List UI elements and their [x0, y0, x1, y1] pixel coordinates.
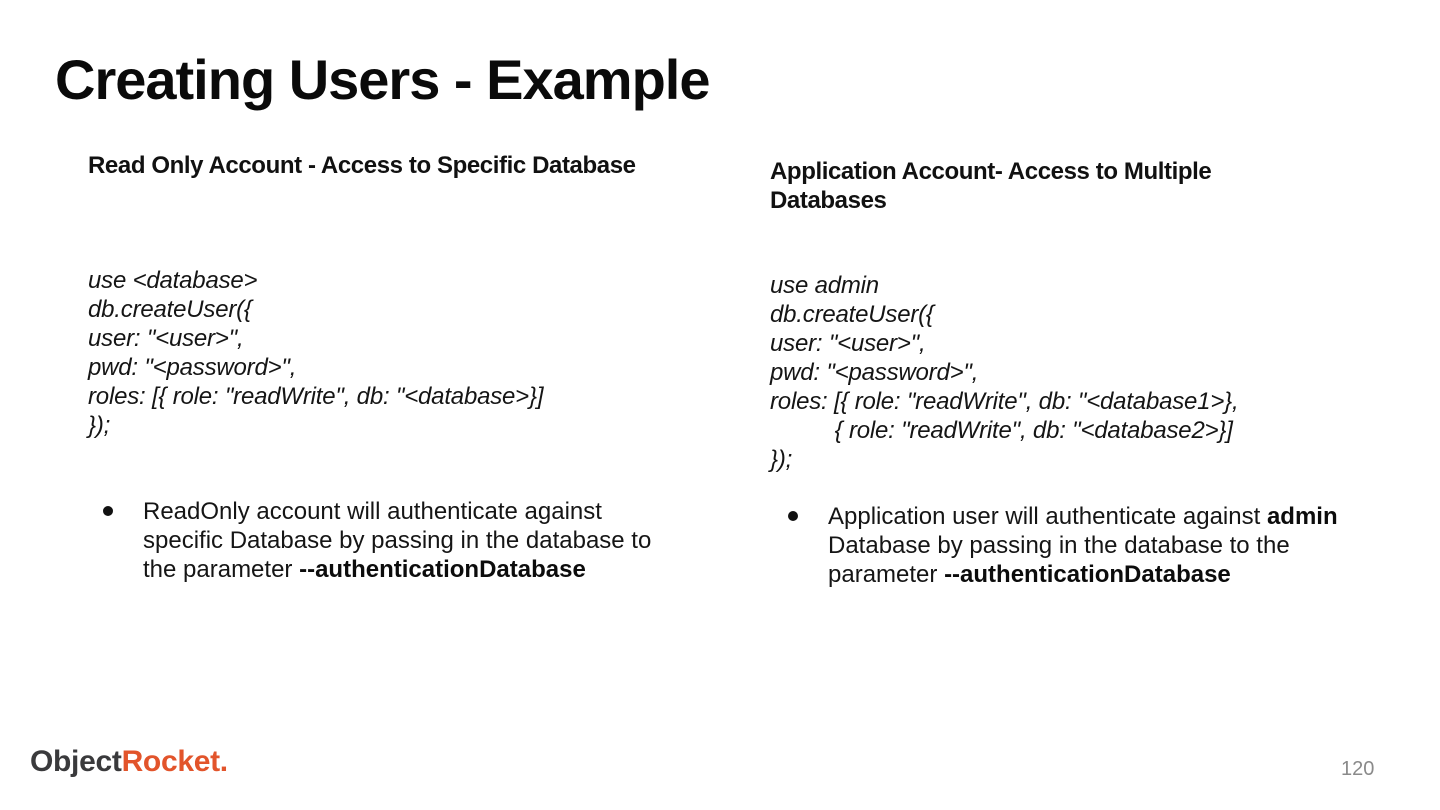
code-line: user: "<user>",: [770, 330, 926, 357]
code-line: pwd: "<password>",: [770, 359, 979, 386]
bullet-icon: [103, 506, 113, 516]
code-line: use <database>: [88, 267, 258, 294]
right-bullet-item: Application user will authenticate again…: [788, 502, 1353, 589]
right-bullet-text: Application user will authenticate again…: [828, 502, 1353, 589]
code-line: });: [770, 446, 793, 473]
logo-text-object: Object: [30, 745, 122, 778]
logo-text-rocket: Rocket.: [121, 745, 229, 778]
left-bullet-text-pre: ReadOnly account will authenticate again…: [143, 498, 652, 583]
left-bullet-text: ReadOnly account will authenticate again…: [143, 497, 663, 584]
objectrocket-logo: ObjectRocket.: [30, 744, 228, 780]
code-line: });: [88, 412, 111, 439]
left-code-block: use <database> db.createUser({ user: "<u…: [88, 266, 543, 440]
code-line: { role: "readWrite", db: "<database2>}]: [770, 417, 1233, 444]
right-bullet-text-mid: Database by passing in the database to t…: [828, 532, 1290, 588]
right-code-block: use admin db.createUser({ user: "<user>"…: [770, 271, 1239, 474]
left-column-heading: Read Only Account - Access to Specific D…: [88, 152, 636, 179]
right-bullet-text-bold-param: --authenticationDatabase: [944, 561, 1231, 588]
code-line: db.createUser({: [88, 296, 252, 323]
code-line: pwd: "<password>",: [88, 354, 297, 381]
left-bullet-text-bold: --authenticationDatabase: [299, 556, 586, 583]
right-bullet-text-bold-admin: admin: [1266, 503, 1338, 530]
code-line: use admin: [770, 272, 879, 299]
page-number: 120: [1341, 758, 1375, 780]
code-line: db.createUser({: [770, 301, 934, 328]
code-line: user: "<user>",: [88, 325, 244, 352]
code-line: roles: [{ role: "readWrite", db: "<datab…: [88, 383, 544, 410]
bullet-icon: [788, 511, 798, 521]
right-bullet-text-pre: Application user will authenticate again…: [828, 503, 1267, 530]
page-title: Creating Users - Example: [55, 48, 710, 111]
code-line: roles: [{ role: "readWrite", db: "<datab…: [770, 388, 1239, 415]
right-column-heading: Application Account- Access to Multiple …: [770, 158, 1212, 214]
left-bullet-item: ReadOnly account will authenticate again…: [103, 497, 663, 584]
